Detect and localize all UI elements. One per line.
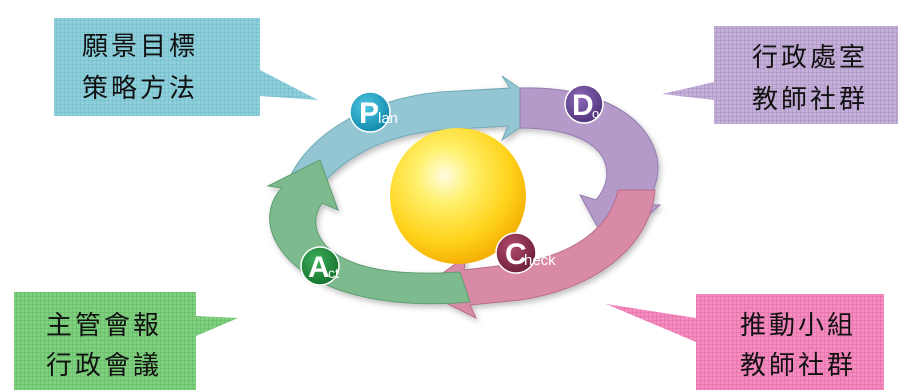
act-badge-letter: A: [308, 251, 330, 284]
check-arrow: [419, 189, 656, 320]
act-callout: 主管會報 行政會議: [14, 292, 238, 390]
check-callout-line1: 推動小組: [740, 311, 856, 341]
plan-badge: P lan: [349, 91, 398, 133]
check-badge: C heck: [495, 232, 556, 274]
act-callout-line2: 行政會議: [46, 351, 162, 381]
do-badge-rest: o: [592, 106, 599, 121]
do-badge: D o: [564, 84, 604, 124]
act-badge: A ct: [300, 246, 340, 286]
do-callout: 行政處室 教師社群: [662, 26, 898, 124]
do-callout-line1: 行政處室: [752, 43, 868, 73]
check-badge-rest: heck: [524, 252, 556, 269]
do-callout-line2: 教師社群: [752, 85, 868, 115]
check-callout-line2: 教師社群: [740, 351, 856, 381]
plan-badge-letter: P: [359, 97, 379, 130]
check-badge-letter: C: [505, 238, 527, 271]
plan-callout-line1: 願景目標: [82, 32, 198, 62]
do-badge-letter: D: [572, 89, 594, 122]
plan-badge-rest: lan: [378, 110, 398, 127]
plan-callout-line2: 策略方法: [82, 74, 198, 104]
plan-callout: 願景目標 策略方法: [54, 18, 318, 116]
check-callout: 推動小組 教師社群: [606, 294, 884, 390]
center-sphere: [390, 128, 526, 264]
act-callout-line1: 主管會報: [46, 311, 162, 341]
act-badge-rest: ct: [328, 265, 339, 281]
